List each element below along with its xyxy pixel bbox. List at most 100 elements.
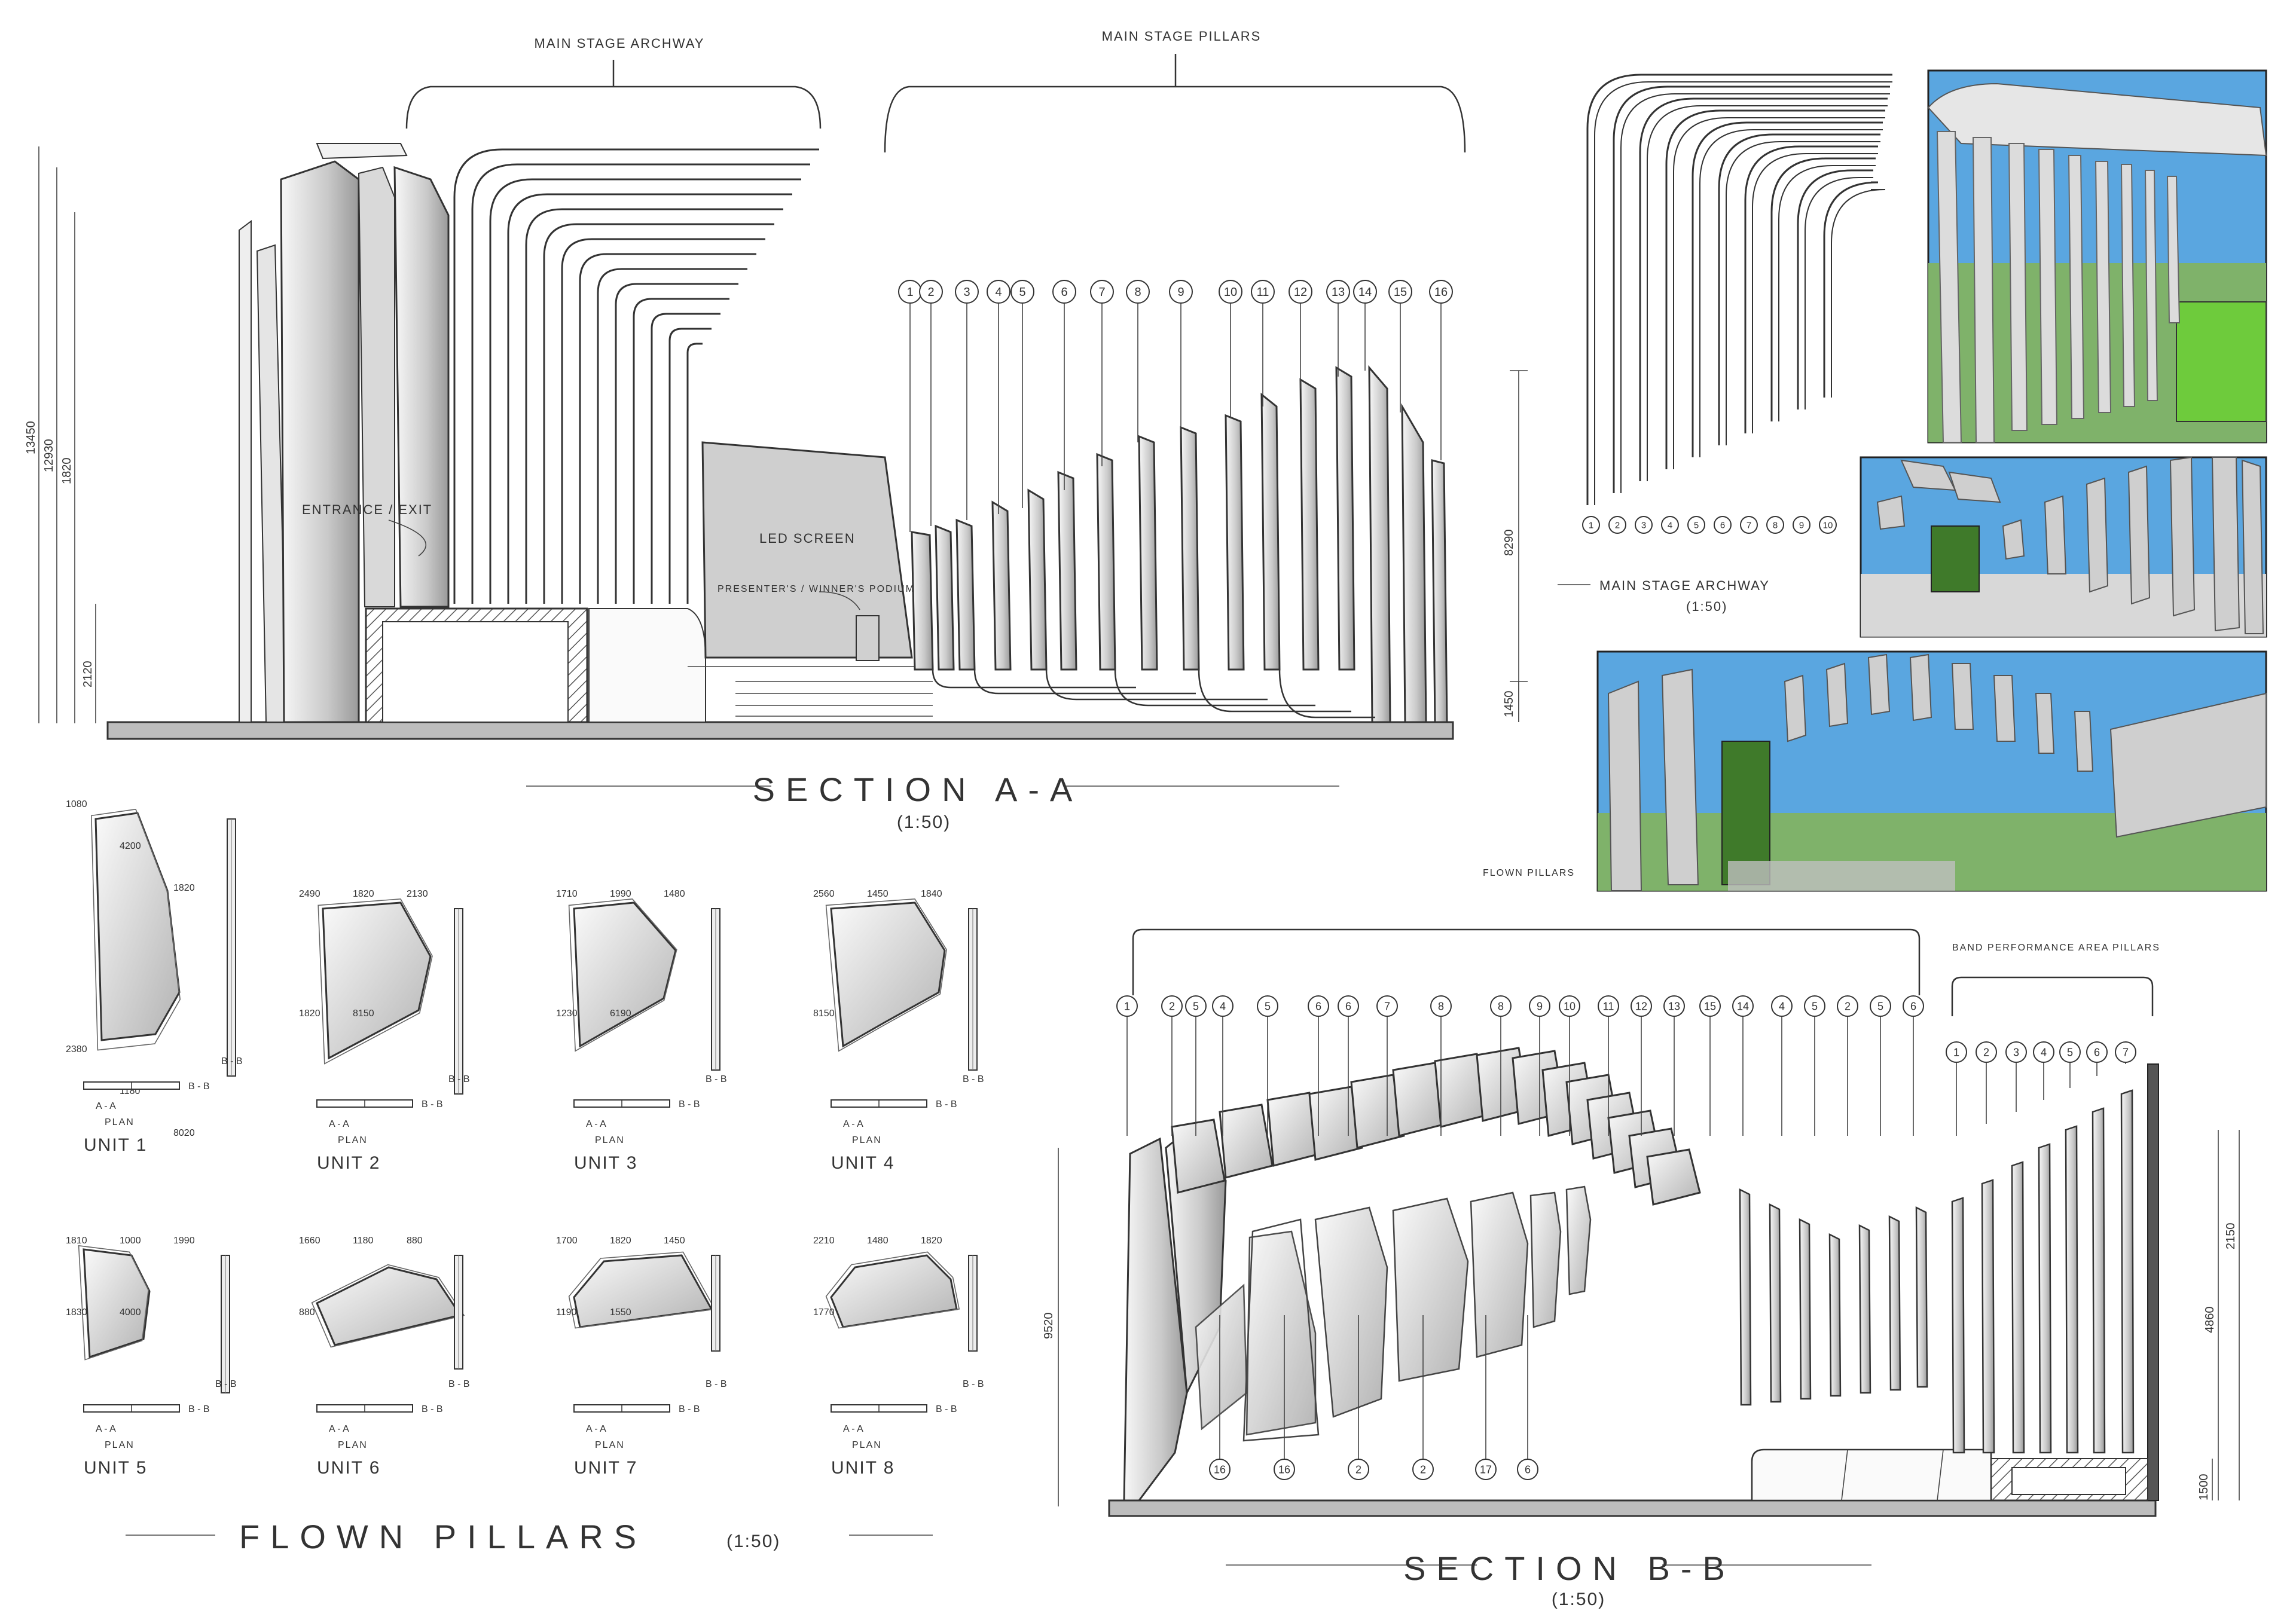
- unit-7-aa: A - A: [586, 1424, 606, 1434]
- sb-top-1: 1: [1116, 995, 1138, 1017]
- unit-6-plan: PLAN: [338, 1440, 368, 1450]
- unit-3-aa: A - A: [586, 1119, 606, 1129]
- sa-pillar-12: 12: [1289, 280, 1312, 304]
- unit-1-bb2: B - B: [188, 1081, 210, 1092]
- led-label: LED SCREEN: [759, 531, 856, 546]
- sb-top-3: 5: [1185, 995, 1207, 1017]
- unit-4-aa: A - A: [843, 1119, 863, 1129]
- sb-top-11-label: 9: [1537, 1000, 1543, 1012]
- sb-band-5-label: 5: [2067, 1046, 2073, 1058]
- unit-7-bb: B - B: [706, 1379, 727, 1389]
- sa-pillar-2: 2: [919, 280, 943, 304]
- dim-left-3: 1820: [60, 458, 74, 485]
- sb-top-8: 7: [1376, 995, 1398, 1017]
- sb-top-1-label: 1: [1124, 1000, 1130, 1012]
- entrance-label: ENTRANCE / EXIT: [302, 502, 432, 517]
- unit-2-dim-2: 1820: [353, 889, 374, 899]
- arch-num-1-label: 1: [1589, 520, 1593, 530]
- dim-left-2: 12930: [42, 439, 56, 472]
- entrance-columns: [239, 143, 450, 723]
- sa-pillar-4: 4: [987, 280, 1010, 304]
- sb-band-3: 3: [2005, 1041, 2027, 1063]
- section-b-flown-lower: [1195, 1185, 1592, 1442]
- arch-num-2-label: 2: [1615, 520, 1620, 530]
- sb-top-3-label: 5: [1193, 1000, 1199, 1012]
- unit-4-bb: B - B: [963, 1074, 984, 1084]
- sb-top-16-label: 15: [1704, 1000, 1716, 1012]
- unit-2-aa: A - A: [329, 1119, 349, 1129]
- unit-6-name: UNIT 6: [317, 1458, 380, 1478]
- unit-8-dim-3: 1820: [921, 1236, 942, 1246]
- unit-7-dim-3: 1450: [664, 1236, 685, 1246]
- sb-top-22: 6: [1903, 995, 1924, 1017]
- unit-6-bb2: B - B: [422, 1404, 443, 1414]
- sb-band-6-label: 6: [2094, 1046, 2100, 1058]
- archway-detail-title: MAIN STAGE ARCHWAY: [1599, 578, 1770, 593]
- sb-top-17: 14: [1732, 995, 1754, 1017]
- sb-band-7-label: 7: [2123, 1046, 2129, 1058]
- unit-3-dim-5: 6190: [610, 1008, 631, 1019]
- unit-8-dim-1: 2210: [813, 1236, 835, 1246]
- unit-8-bb2: B - B: [936, 1404, 957, 1414]
- sb-bottom-2-label: 16: [1278, 1463, 1290, 1475]
- dim-left-4: 2120: [81, 661, 94, 688]
- section-b-title: SECTION B-B: [1403, 1549, 1736, 1587]
- sb-top-19: 5: [1804, 995, 1825, 1017]
- sa-pillar-14: 14: [1353, 280, 1377, 304]
- sb-top-20-label: 2: [1845, 1000, 1851, 1012]
- sb-top-5-label: 5: [1265, 1000, 1271, 1012]
- unit-1-dim-4: 2380: [66, 1044, 87, 1055]
- sb-bottom-6: 6: [1517, 1459, 1538, 1480]
- sa-pillar-15: 15: [1388, 280, 1412, 304]
- sb-top-12: 10: [1559, 995, 1580, 1017]
- sa-pillar-16-label: 16: [1434, 286, 1448, 299]
- sa-pillar-5-label: 5: [1019, 286, 1025, 299]
- sb-top-6: 6: [1308, 995, 1329, 1017]
- pillars-bracket: [884, 85, 1466, 153]
- sb-band-3-label: 3: [2013, 1046, 2019, 1058]
- podium-label: PRESENTER'S / WINNER'S PODIUM: [718, 584, 915, 594]
- sa-pillar-14-label: 14: [1358, 286, 1372, 299]
- dim-right-1: 8290: [1503, 530, 1516, 557]
- unit-8-dim-4: 1770: [813, 1307, 835, 1318]
- unit-1-dim-6: 8020: [173, 1128, 195, 1138]
- sb-top-9-label: 8: [1438, 1000, 1444, 1012]
- sb-band-5: 5: [2059, 1041, 2081, 1063]
- unit-2-dim-1: 2490: [299, 889, 320, 899]
- section-b-dims: 9520 4860 2150 1500: [1042, 1130, 2240, 1506]
- unit-7-dim-2: 1820: [610, 1236, 631, 1246]
- unit-6-dim-1: 1660: [299, 1236, 320, 1246]
- section-b-bracket: [1132, 928, 1921, 995]
- sb-bottom-6-label: 6: [1525, 1463, 1531, 1475]
- sa-pillar-5: 5: [1010, 280, 1034, 304]
- sb-bottom-4-label: 2: [1420, 1463, 1426, 1475]
- unit-5-dim-3: 1990: [173, 1236, 195, 1246]
- unit-8-aa: A - A: [843, 1424, 863, 1434]
- unit-8-name: UNIT 8: [831, 1458, 894, 1478]
- flown-pillars-render-label: FLOWN PILLARS: [1483, 868, 1575, 878]
- arch-num-3-label: 3: [1641, 520, 1646, 530]
- dim-right-2: 1450: [1503, 691, 1516, 718]
- unit-2-dim-3: 2130: [407, 889, 428, 899]
- sa-pillar-8: 8: [1126, 280, 1150, 304]
- podium: [856, 615, 880, 661]
- sb-top-20: 2: [1837, 995, 1858, 1017]
- sb-band-6: 6: [2086, 1041, 2108, 1063]
- sa-pillar-9-label: 9: [1177, 286, 1184, 299]
- band-bracket: [1951, 976, 2154, 1016]
- sb-top-19-label: 5: [1812, 1000, 1818, 1012]
- unit-6-dim-3: 880: [407, 1236, 423, 1246]
- unit-5-bb: B - B: [215, 1379, 237, 1389]
- sa-pillar-10: 10: [1219, 280, 1242, 304]
- sb-top-9: 8: [1430, 995, 1452, 1017]
- section-b-back-wall: [2147, 1063, 2159, 1501]
- sb-top-5: 5: [1257, 995, 1278, 1017]
- unit-3-dim-3: 1480: [664, 889, 685, 899]
- arch-num-5-label: 5: [1694, 520, 1699, 530]
